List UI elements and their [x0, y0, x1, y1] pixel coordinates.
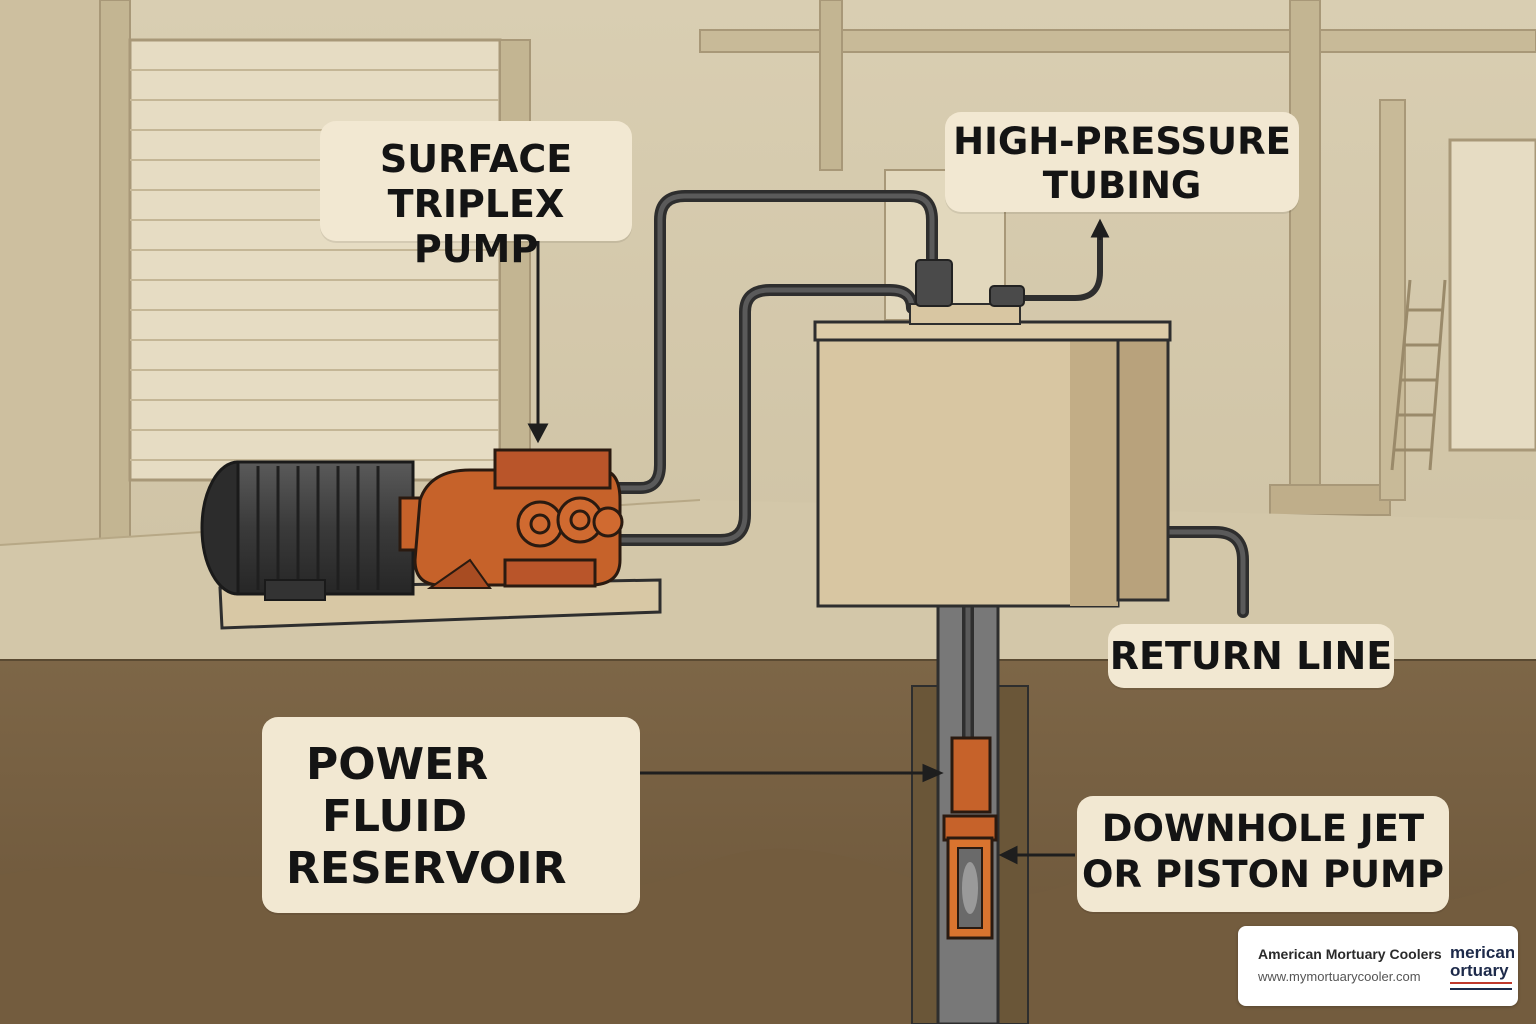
tubing-lines — [604, 190, 1249, 746]
high-pressure-tubing-label: HIGH-PRESSURE TUBING — [945, 112, 1299, 212]
label-line: TRIPLEX PUMP — [387, 182, 565, 271]
brand-name: American Mortuary Coolers — [1258, 946, 1442, 962]
label-line: POWER — [306, 739, 489, 790]
label-line: SURFACE — [379, 137, 573, 181]
label-line: DOWNHOLE JET — [1101, 807, 1425, 850]
return-line-label: RETURN LINE — [1108, 624, 1394, 688]
ladder-icon — [1390, 279, 1447, 471]
brand-url: www.mymortuarycooler.com — [1258, 969, 1421, 984]
label-line: OR PISTON PUMP — [1082, 853, 1444, 896]
logo-line-2: ortuary — [1450, 961, 1509, 980]
surface-triplex-pump-label: SURFACE TRIPLEX PUMP — [320, 121, 632, 271]
reservoir-tank — [813, 259, 1172, 608]
tubing-tank-to-highpressure — [1017, 227, 1103, 301]
brand-watermark: American Mortuary Coolers www.mymortuary… — [1238, 926, 1518, 1006]
label-line: RETURN LINE — [1109, 634, 1393, 678]
downhole-pump-label: DOWNHOLE JET OR PISTON PUMP — [1077, 796, 1449, 912]
triplex-pump-icon — [398, 448, 624, 589]
logo-line-1: merican — [1450, 943, 1514, 962]
power-fluid-reservoir-label: POWER FLUID RESERVOIR — [262, 717, 640, 913]
label-line: HIGH-PRESSURE — [953, 120, 1291, 163]
brand-logo-icon: merican ortuary — [1450, 943, 1514, 990]
electric-motor-icon — [200, 460, 415, 601]
label-line: TUBING — [1042, 164, 1202, 207]
roll-up-door — [128, 38, 531, 501]
label-line: FLUID — [322, 791, 468, 842]
label-line: RESERVOIR — [286, 843, 567, 894]
downhole-pump-icon — [942, 736, 998, 940]
